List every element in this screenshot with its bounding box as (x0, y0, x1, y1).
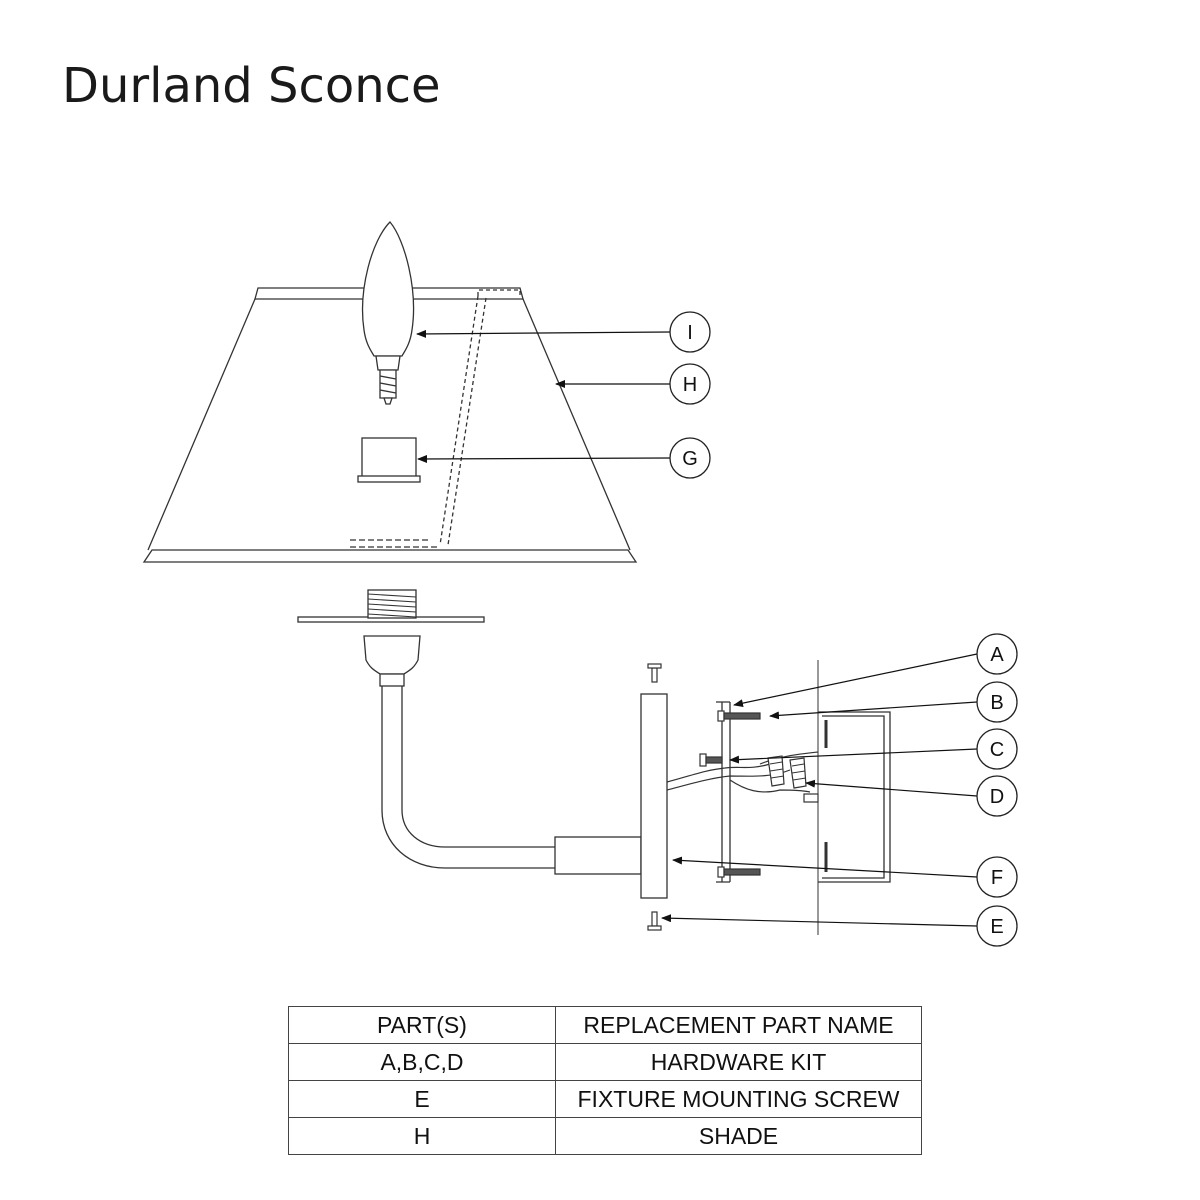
table-cell: H (288, 1117, 556, 1155)
shade-holder (357, 437, 421, 483)
mounting-crossbar (716, 660, 819, 935)
callout-label-h: H (683, 374, 697, 396)
table-cell: HARDWARE KIT (555, 1043, 922, 1081)
callout-labels: I H G A B C D F E (682, 322, 1004, 938)
callout-label-b: B (990, 692, 1003, 714)
table-row: E FIXTURE MOUNTING SCREW (288, 1080, 922, 1118)
callout-label-a: A (990, 644, 1004, 666)
fixture-mounting-screw (647, 663, 662, 931)
table-header-row: PART(S) REPLACEMENT PART NAME (288, 1006, 922, 1044)
table-header-cell: PART(S) (288, 1006, 556, 1044)
callout-label-d: D (990, 786, 1004, 808)
callout-label-i: I (687, 322, 693, 344)
table-cell: E (288, 1080, 556, 1118)
socket-assembly (297, 589, 485, 687)
callout-label-e: E (990, 916, 1003, 938)
junction-box (818, 711, 891, 883)
mounting-screws (717, 710, 761, 878)
candelabra-bulb (361, 221, 415, 405)
backplate (640, 693, 668, 899)
table-cell: FIXTURE MOUNTING SCREW (555, 1080, 922, 1118)
callout-label-g: G (682, 448, 698, 470)
table-cell: SHADE (555, 1117, 922, 1155)
fixture-arm (381, 686, 642, 875)
replacement-parts-table: PART(S) REPLACEMENT PART NAME A,B,C,D HA… (288, 1006, 922, 1155)
leader-lines (416, 329, 978, 927)
wire-nuts (767, 755, 819, 803)
shade (142, 287, 638, 563)
ground-screw (699, 753, 723, 767)
table-header-cell: REPLACEMENT PART NAME (555, 1006, 922, 1044)
callout-label-f: F (991, 867, 1003, 889)
callouts (669, 311, 1018, 947)
exploded-diagram: I H G A B C D F E (142, 221, 1018, 947)
table-row: A,B,C,D HARDWARE KIT (288, 1043, 922, 1081)
page-title: Durland Sconce (62, 58, 441, 114)
table-cell: A,B,C,D (288, 1043, 556, 1081)
callout-label-c: C (990, 739, 1004, 761)
table-row: H SHADE (288, 1117, 922, 1155)
